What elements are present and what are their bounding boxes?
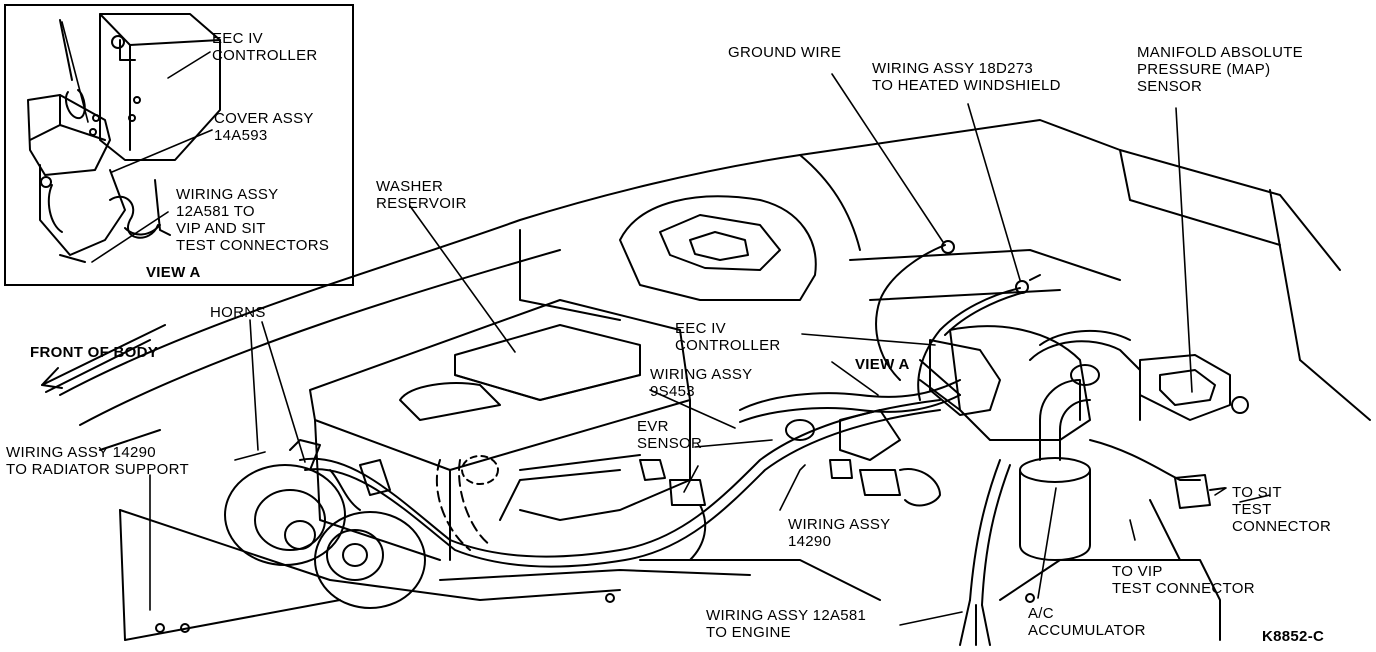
figure-id: K8852-C: [1262, 628, 1325, 645]
eec-controller-label: EEC IV CONTROLLER: [675, 320, 781, 354]
ac-accumulator-label: A/C ACCUMULATOR: [1028, 605, 1146, 639]
ac-accumulator-drawing: [155, 329, 1249, 646]
wiring-18d273-label: WIRING ASSY 18D273 TO HEATED WINDSHIELD: [872, 60, 1061, 94]
horns-label: HORNS: [210, 304, 266, 321]
to-sit-connector-label: TO SIT TEST CONNECTOR: [1232, 484, 1332, 535]
inset-cover-assy-label: COVER ASSY 14A593: [214, 110, 314, 144]
ground-wire-label: GROUND WIRE: [728, 44, 842, 61]
view-a-inset: [4, 4, 354, 286]
washer-reservoir-label: WASHER RESERVOIR: [376, 178, 467, 212]
evr-sensor-label: EVR SENSOR: [637, 418, 703, 452]
engine-compartment-outline: [59, 119, 1371, 641]
front-of-body-label: FRONT OF BODY: [30, 344, 159, 361]
inset-view-a-title: VIEW A: [146, 264, 201, 281]
inset-wiring-12a581-label: WIRING ASSY 12A581 TO VIP AND SIT TEST C…: [176, 186, 330, 254]
wiring-9s453-label: WIRING ASSY 9S453: [650, 366, 753, 400]
inset-view-a-drawing: [27, 13, 221, 263]
eec-harness-drawing: [739, 339, 1001, 507]
ground-and-windshield-wires: [875, 240, 1041, 401]
leader-lines: [61, 21, 1271, 626]
view-a-label: VIEW A: [855, 356, 910, 373]
front-of-body-arrow: [41, 324, 166, 393]
wiring-14290-radiator-label: WIRING ASSY 14290 TO RADIATOR SUPPORT: [6, 444, 189, 478]
wiring-harness-14290: [299, 399, 941, 568]
washer-reservoir-drawing: [309, 299, 691, 561]
to-vip-connector-label: TO VIP TEST CONNECTOR: [1112, 563, 1255, 597]
map-sensor-label: MANIFOLD ABSOLUTE PRESSURE (MAP) SENSOR: [1137, 44, 1303, 95]
wiring-12a581-engine-label: WIRING ASSY 12A581 TO ENGINE: [706, 607, 867, 641]
inset-eec-controller-label: EEC IV CONTROLLER: [212, 30, 318, 64]
wiring-14290-label: WIRING ASSY 14290: [788, 516, 891, 550]
horns-drawing: [224, 439, 426, 609]
